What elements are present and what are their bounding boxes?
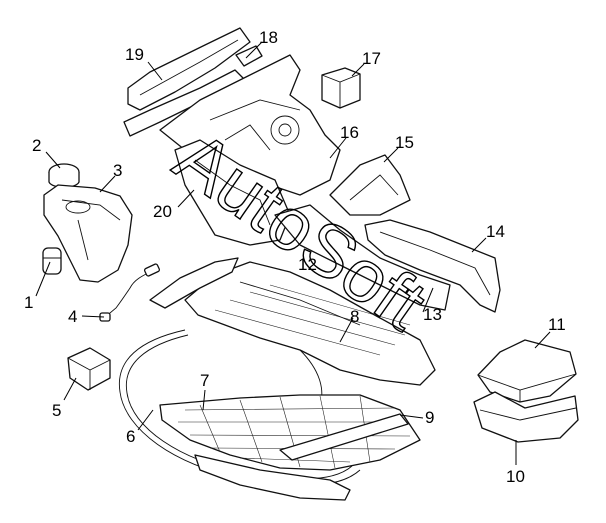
callout-2: 2 (32, 136, 41, 155)
callout-8: 8 (350, 307, 359, 326)
callout-7: 7 (200, 371, 209, 390)
callout-5: 5 (52, 401, 61, 420)
part-lower-panel (194, 454, 351, 501)
part-20-side-panel (174, 139, 291, 246)
callout-11: 11 (548, 315, 566, 334)
part-17-box (321, 67, 361, 109)
part-3-reservoir (43, 184, 133, 283)
callout-4: 4 (68, 307, 77, 326)
part-1-pump (42, 247, 62, 275)
part-13-cross-panel (274, 204, 451, 311)
callout-9: 9 (425, 408, 434, 427)
part-14-right-rail (364, 219, 501, 313)
callout-19: 19 (125, 45, 144, 64)
part-5-block (67, 347, 111, 391)
part-9-rear-strip (279, 413, 409, 461)
part-10-box (473, 391, 579, 443)
callout-16: 16 (340, 123, 359, 142)
callout-18: 18 (259, 28, 278, 47)
leader-lines (35, 41, 551, 465)
callout-10: 10 (506, 467, 525, 486)
part-7-trunk-mat (159, 394, 421, 471)
part-4-hose (99, 263, 161, 322)
callout-13: 13 (423, 305, 442, 324)
part-18-bracket (235, 45, 263, 67)
callout-3: 3 (113, 161, 122, 180)
part-8-floor-pan (184, 261, 436, 386)
callout-20: 20 (153, 202, 172, 221)
part-2-cap (48, 163, 80, 188)
part-12-bracket (149, 257, 239, 309)
callout-12: 12 (298, 255, 317, 274)
callout-17: 17 (362, 49, 381, 68)
callout-15: 15 (395, 133, 414, 152)
callout-1: 1 (24, 293, 33, 312)
part-15-bracket (329, 154, 411, 216)
callout-6: 6 (126, 427, 135, 446)
callout-14: 14 (486, 222, 505, 241)
